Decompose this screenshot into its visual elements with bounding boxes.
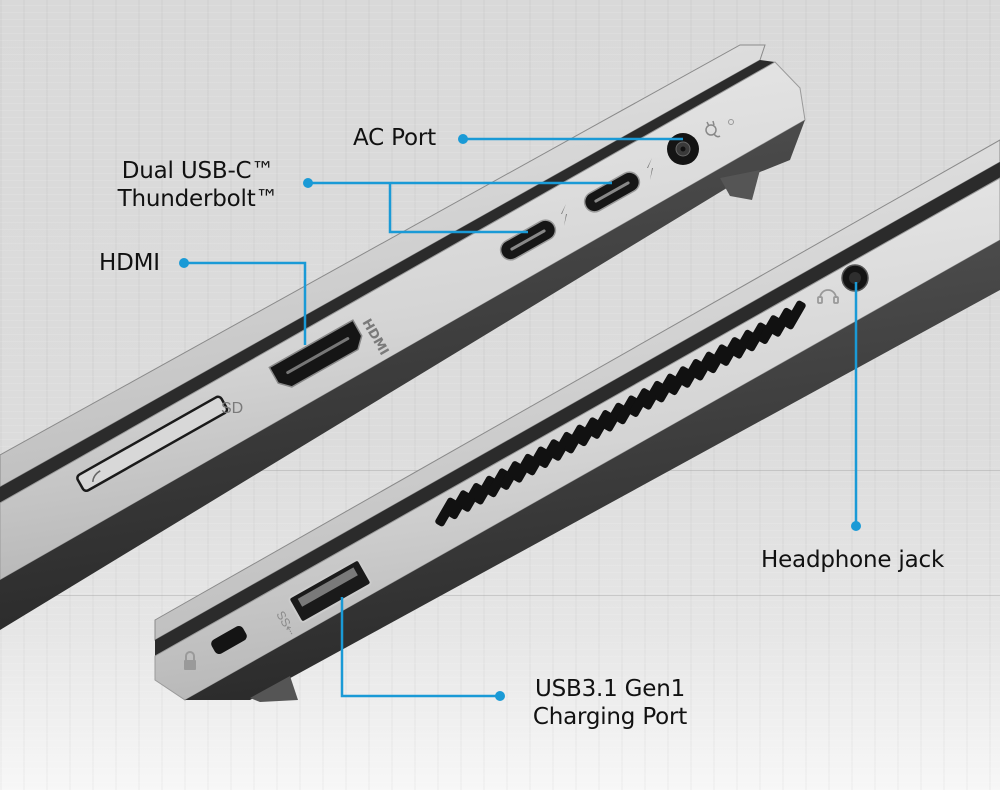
security-lock-slot bbox=[211, 625, 247, 655]
thunderbolt-icon bbox=[561, 204, 567, 226]
vent-slot bbox=[693, 351, 716, 381]
vent-slot bbox=[655, 373, 677, 403]
vent-slot bbox=[642, 380, 664, 410]
vent-slot bbox=[667, 366, 690, 396]
plank-seam bbox=[0, 595, 1000, 596]
vent-slot bbox=[629, 388, 651, 417]
vent-slot bbox=[616, 395, 638, 425]
status-led-icon bbox=[728, 119, 734, 125]
usb-port-label-line1: USB3.1 Gen1 bbox=[534, 676, 686, 702]
vent-slot bbox=[538, 439, 561, 469]
vent-slot bbox=[577, 417, 599, 447]
vent-slot bbox=[745, 322, 767, 352]
vent-slot bbox=[461, 483, 483, 512]
callout-dots bbox=[179, 134, 861, 701]
thunderbolt-icon bbox=[647, 158, 653, 180]
vent-slot bbox=[758, 315, 780, 344]
vent-slot bbox=[771, 307, 793, 337]
headset-icon bbox=[817, 289, 839, 304]
vent-slot bbox=[564, 424, 586, 454]
vent-slot bbox=[435, 497, 457, 527]
sd-marking: SD bbox=[221, 400, 243, 417]
vent-slot bbox=[525, 446, 548, 476]
usb-port-label: USB3.1 Gen1 Charging Port bbox=[520, 675, 700, 731]
vent-slot bbox=[706, 344, 729, 374]
vent-slot bbox=[474, 475, 496, 505]
vent-slot bbox=[499, 461, 522, 490]
vent-slot bbox=[784, 300, 806, 330]
hdmi-label: HDMI bbox=[99, 250, 160, 276]
power-plug-icon bbox=[705, 120, 721, 138]
headphone-jack-port bbox=[841, 264, 869, 292]
vent-slot bbox=[603, 402, 625, 432]
sd-card-slot bbox=[76, 395, 229, 493]
vent-slot bbox=[486, 468, 509, 498]
usb-port-label-line2: Charging Port bbox=[532, 704, 688, 730]
ac-power-port bbox=[667, 133, 699, 165]
vent-slot bbox=[719, 337, 742, 366]
thunderbolt-label: Dual USB-C™ Thunderbolt™ bbox=[112, 157, 284, 213]
vent-slot bbox=[448, 490, 470, 520]
vent-slot bbox=[680, 358, 703, 388]
vent-slot bbox=[590, 410, 612, 439]
ac-port-label: AC Port bbox=[353, 125, 436, 151]
hdmi-port bbox=[268, 319, 363, 388]
vent-slot bbox=[551, 431, 574, 461]
headphone-jack-label: Headphone jack bbox=[761, 547, 945, 573]
cooling-vent bbox=[435, 300, 806, 527]
padlock-icon bbox=[184, 651, 196, 670]
callout-lines bbox=[184, 137, 858, 698]
vent-slot bbox=[732, 329, 755, 359]
usb-a-port bbox=[288, 559, 372, 623]
thunderbolt-label-line1: Dual USB-C™ bbox=[121, 158, 275, 184]
vent-slot bbox=[512, 453, 535, 483]
thunderbolt-label-line2: Thunderbolt™ bbox=[117, 186, 279, 212]
